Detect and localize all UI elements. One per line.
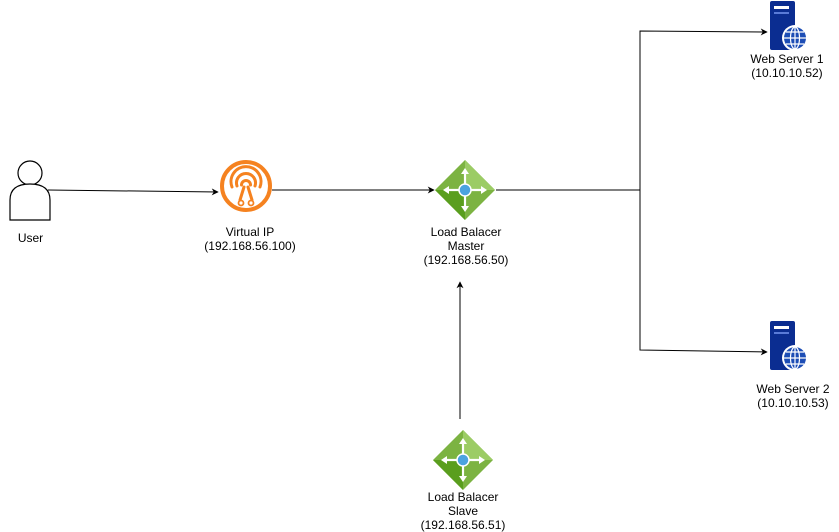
web-server-1-name: Web Server 1	[750, 52, 824, 66]
lb-slave-address: (192.168.56.51)	[420, 518, 506, 532]
lb-master-address: (192.168.56.50)	[423, 253, 509, 267]
web-server-2-address: (10.10.10.53)	[757, 396, 829, 410]
edge-lb-master-to-web-server-2	[496, 189, 768, 356]
edge-user-to-virtual-ip	[47, 188, 219, 196]
user-name: User	[17, 231, 44, 245]
web-server-icon	[770, 1, 808, 51]
web-server-2-name: Web Server 2	[756, 382, 830, 396]
lb-slave-label: Load Balacer Slave (192.168.56.51)	[403, 490, 523, 532]
web-server-1-label: Web Server 1 (10.10.10.52)	[740, 52, 834, 80]
edge-lb-master-to-web-server-1	[496, 28, 768, 191]
user-label: User	[0, 231, 61, 245]
virtual-ip-label: Virtual IP (192.168.56.100)	[190, 225, 310, 253]
load-balancer-icon	[433, 430, 493, 490]
lb-master-label: Load Balacer Master (192.168.56.50)	[406, 225, 526, 267]
web-server-1-address: (10.10.10.52)	[751, 66, 823, 80]
wireless-antenna-icon	[220, 160, 272, 212]
lb-slave-role: Slave	[447, 504, 479, 518]
edges	[47, 28, 768, 419]
lb-master-name: Load Balacer	[430, 225, 502, 239]
user-icon	[9, 160, 51, 221]
virtual-ip-address: (192.168.56.100)	[204, 239, 296, 253]
web-server-icon	[770, 321, 808, 371]
lb-slave-name: Load Balacer	[427, 490, 499, 504]
load-balancer-icon	[435, 160, 495, 220]
lb-master-role: Master	[447, 239, 485, 253]
web-server-2-label: Web Server 2 (10.10.10.53)	[747, 382, 839, 410]
virtual-ip-name: Virtual IP	[225, 225, 275, 239]
